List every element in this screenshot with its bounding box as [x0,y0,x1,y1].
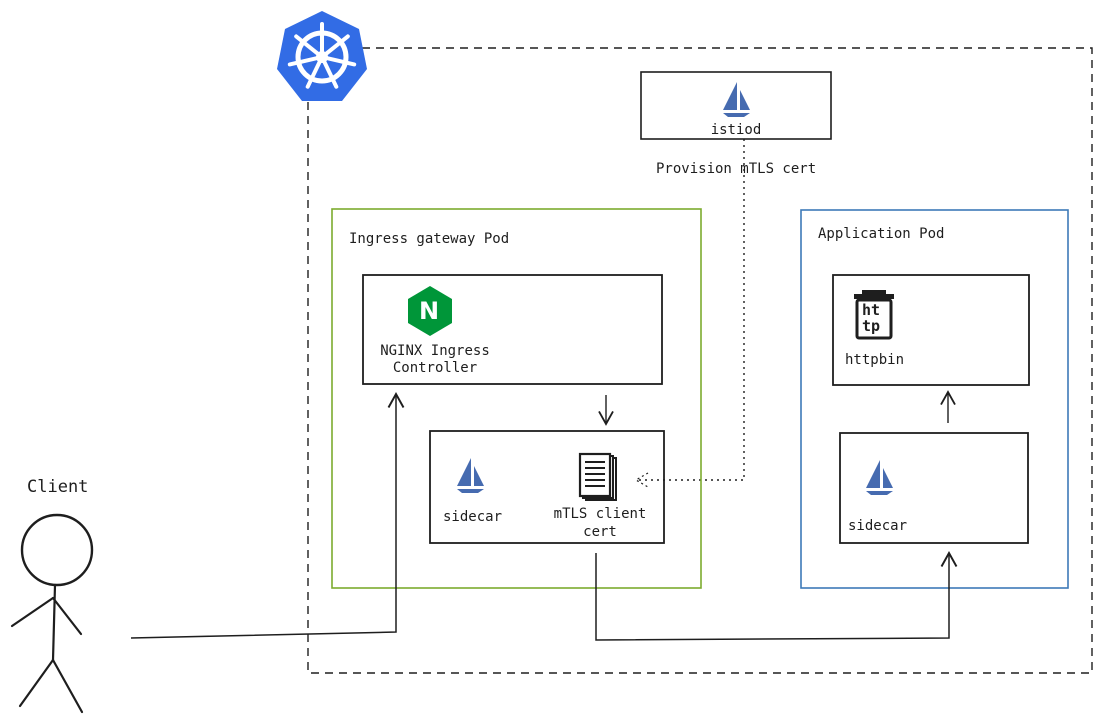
mtls-connection-arrow [595,550,958,641]
istiod-label: istiod [710,122,762,138]
httpbin-logo-line2: tp [862,317,881,335]
client-label: Client [27,477,89,497]
ingress-gateway-pod-label: Ingress gateway Pod [349,231,510,247]
istiod-box [640,71,832,140]
cert-label-line1: mTLS client [553,506,647,522]
httpbin-box [832,274,1030,386]
cluster-boundary [307,47,1093,674]
ingress-gateway-pod [331,208,702,589]
app-sidecar-label: sidecar [848,518,908,534]
nginx-logo-letter: N [419,297,440,325]
client-to-nginx-arrow [130,391,405,639]
application-pod [800,209,1069,589]
nginx-label-line1: NGINX Ingress [380,343,490,359]
stick-figure-icon [10,513,94,714]
httpbin-trash-icon [854,290,894,340]
cert-label-line2: cert [583,524,617,540]
provision-cert-line [636,139,745,481]
ingress-sidecar-box [429,430,665,544]
istio-sail-icon [866,460,893,495]
nginx-ingress-controller-box [362,274,663,385]
istio-sail-icon [723,82,750,117]
nginx-logo-icon [408,286,452,336]
document-stack-icon [578,452,617,501]
provision-cert-label: Provision mTLS cert [656,161,817,177]
app-sidecar-box [839,432,1029,544]
httpbin-logo-line1: ht [862,301,881,319]
httpbin-label: httpbin [845,352,905,368]
ingress-sidecar-label: sidecar [443,509,503,525]
kubernetes-logo-icon [277,11,367,101]
istio-sail-icon [457,458,484,493]
application-pod-label: Application Pod [818,226,945,242]
nginx-label-line2: Controller [392,360,478,376]
